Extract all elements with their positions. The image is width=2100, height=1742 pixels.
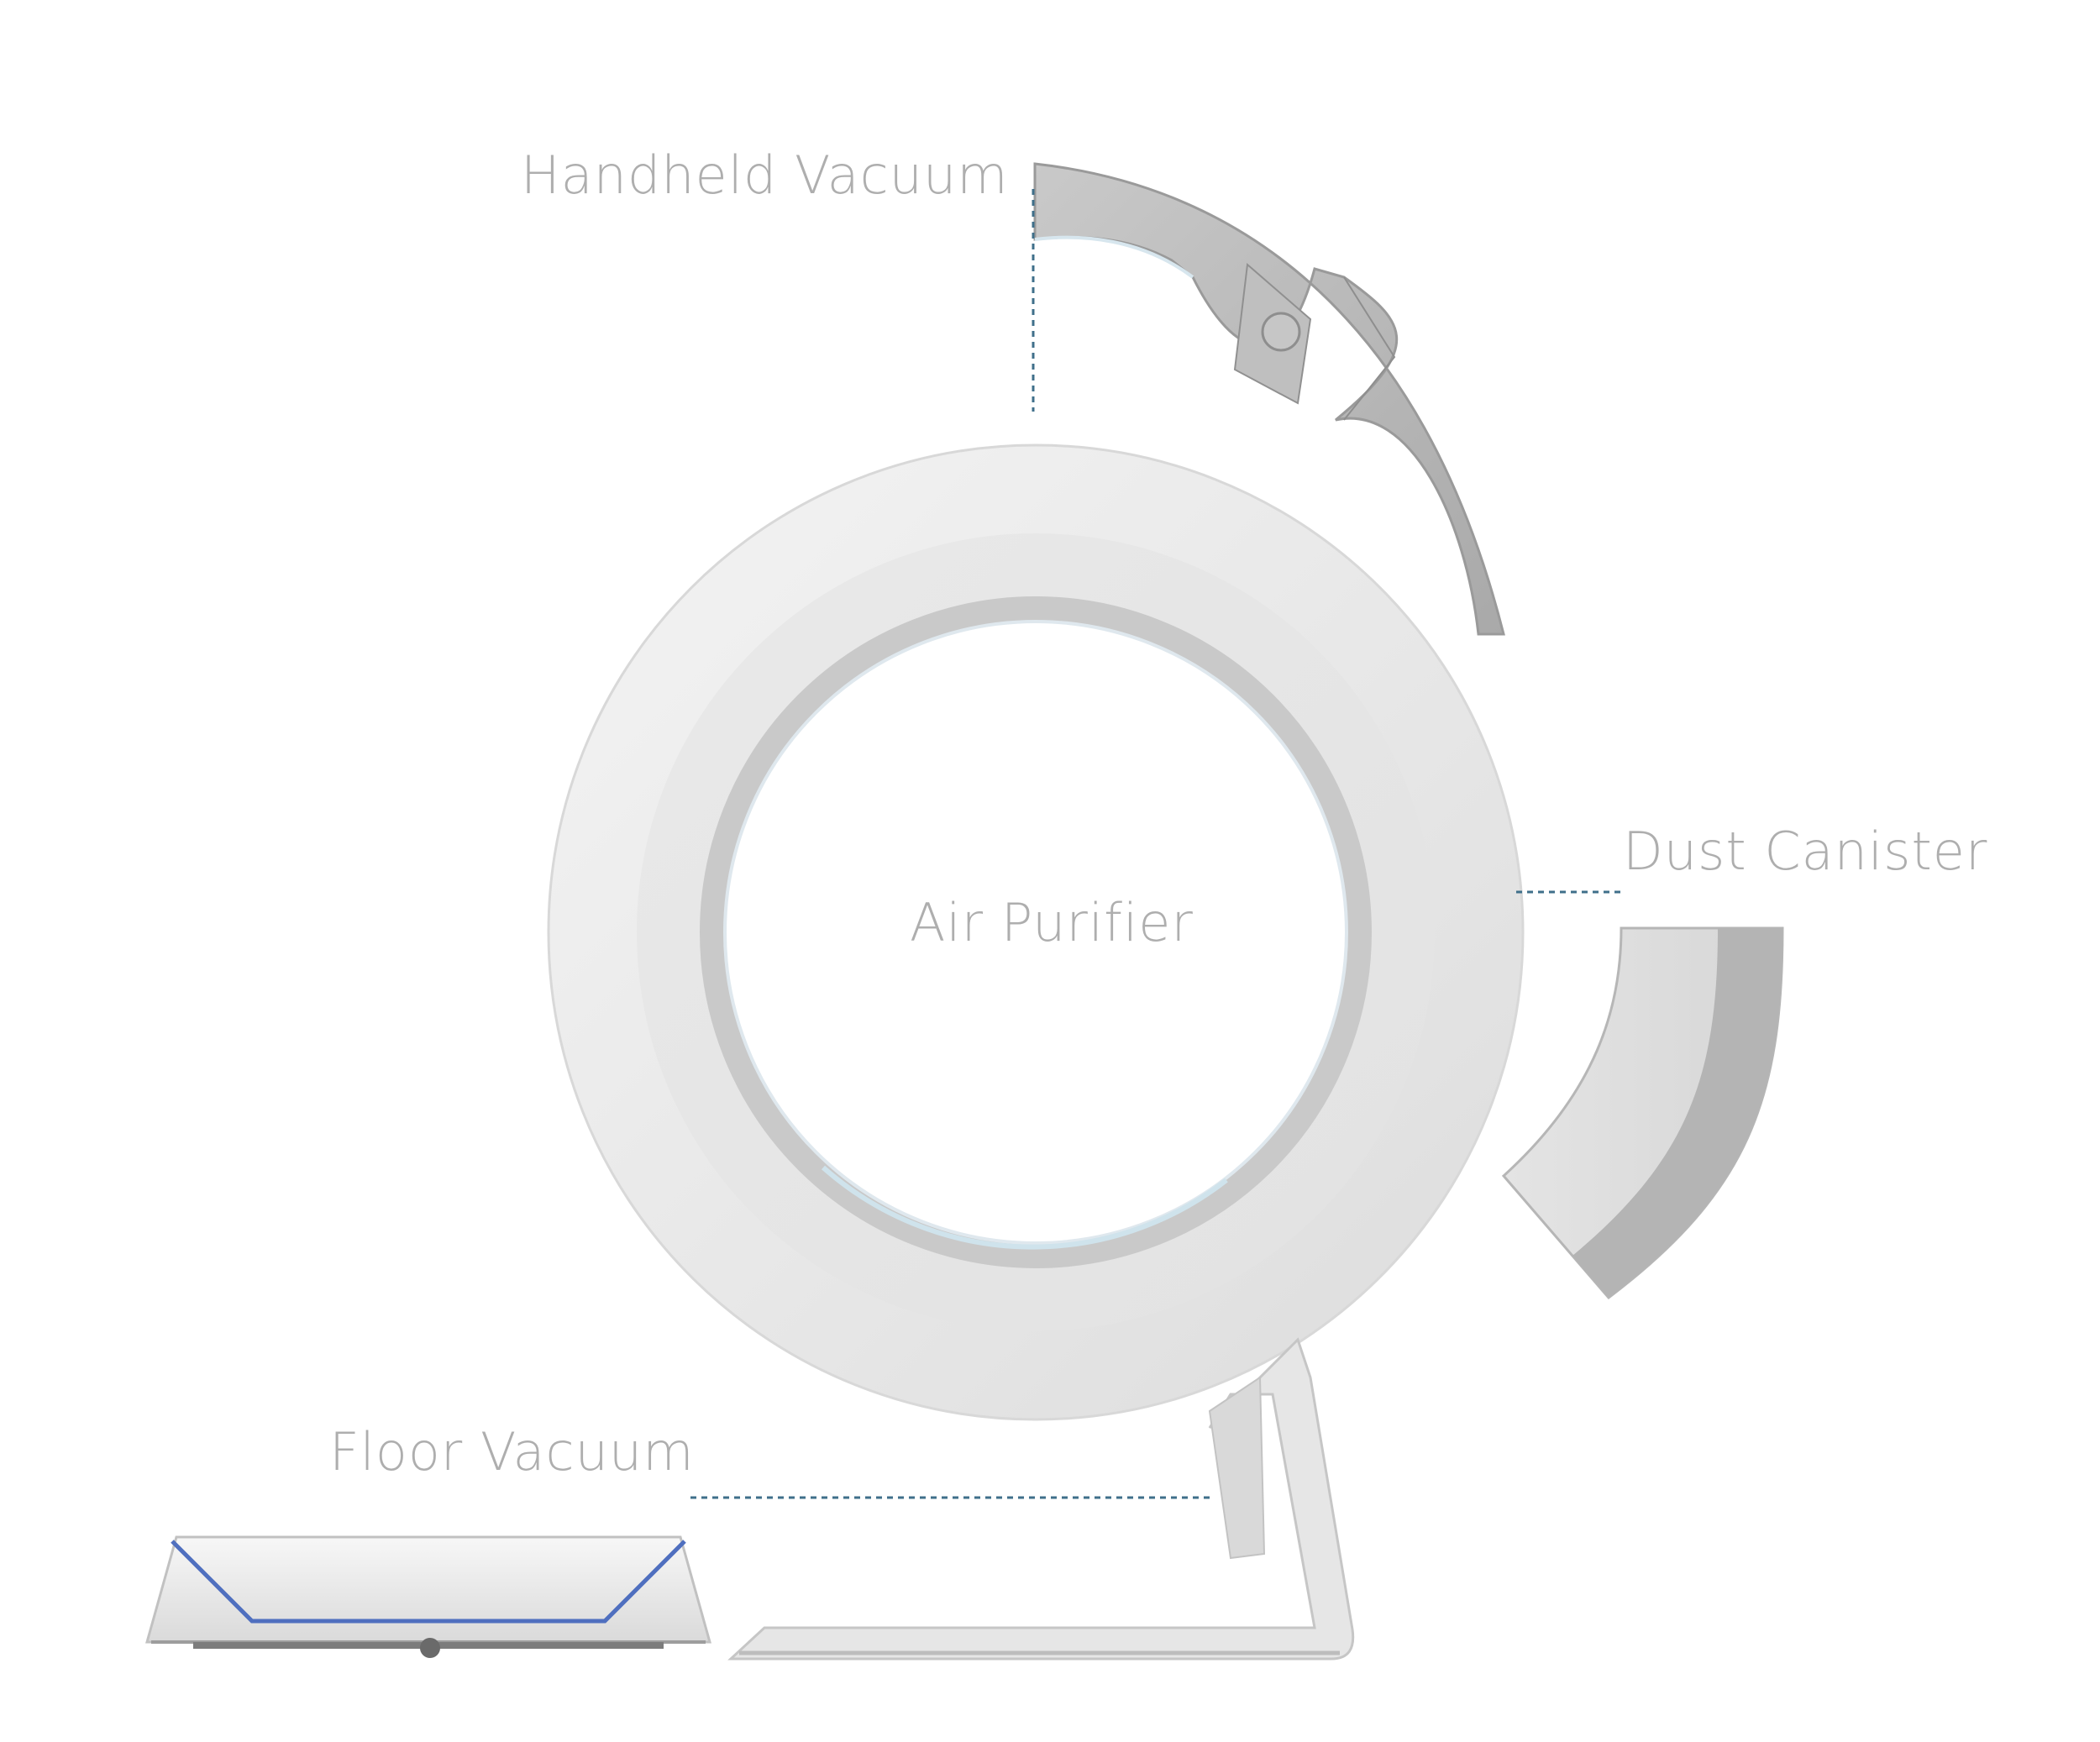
label-dust-canister: Dust Canister <box>1623 821 1987 882</box>
label-handheld-vacuum: Handheld Vacuum <box>521 144 1009 206</box>
label-air-purifier: Air Purifier <box>910 892 1194 953</box>
floor-vacuum-wheel-icon <box>420 1638 440 1658</box>
label-floor-vacuum: Floor Vacuum <box>329 1421 695 1482</box>
dust-canister-part <box>1504 928 1782 1298</box>
handheld-button-icon <box>1263 313 1299 350</box>
floor-vacuum-part <box>147 1537 710 1658</box>
